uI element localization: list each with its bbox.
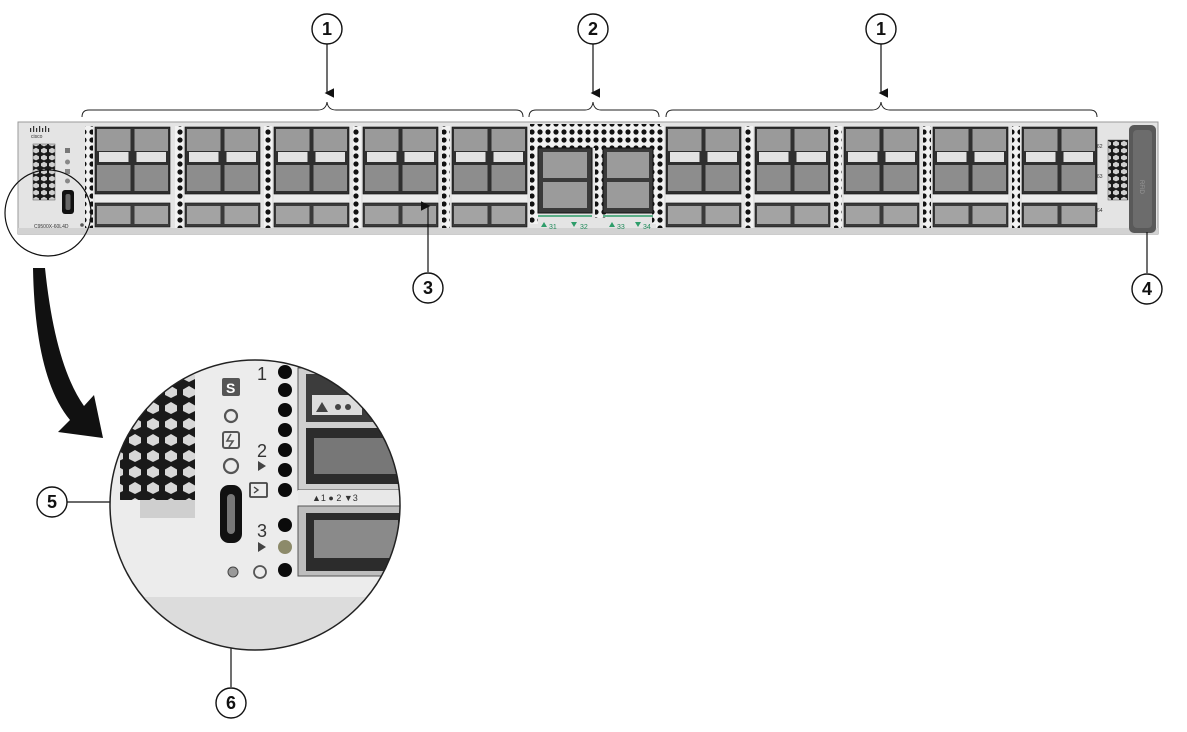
- callout-3: 3: [412, 272, 444, 304]
- status-led-icons: [65, 148, 70, 184]
- zoom-port-number-1: 1: [257, 364, 267, 384]
- qsfp-label-34: 34: [643, 224, 651, 231]
- sfp-port-group: [834, 126, 920, 228]
- power-led-icon: [222, 431, 240, 449]
- svg-text:2: 2: [588, 19, 598, 39]
- system-led-icon: [65, 148, 70, 153]
- right-vent-grille: [1107, 139, 1129, 201]
- zoom-port-number-2: 2: [257, 441, 267, 461]
- qsfp-section: 31 32 33 34: [530, 124, 660, 231]
- fan-led-icon: [65, 178, 70, 184]
- power-led-icon: [65, 169, 70, 174]
- system-led-icon: [222, 378, 240, 396]
- callout-braces: [81, 101, 1098, 118]
- sfp-port-group: [1012, 126, 1098, 228]
- qsfp-label-31: 31: [549, 224, 557, 231]
- zoomed-detail: S 1 2 3: [109, 359, 401, 651]
- svg-text:3: 3: [423, 278, 433, 298]
- brand-label: cisco: [31, 134, 43, 140]
- callout-1-left: 1: [311, 13, 343, 45]
- fan-led-icon: [222, 457, 240, 475]
- callout-5: 5: [36, 486, 68, 518]
- sfp-port-group: [353, 126, 439, 228]
- cisco-logo: cisco: [30, 126, 50, 140]
- magnifier-source-circle: [4, 169, 92, 257]
- reset-button-small: [80, 223, 84, 227]
- qsfp-label-32: 32: [580, 224, 588, 231]
- qsfp-label-33: 33: [617, 224, 625, 231]
- reset-button: [227, 566, 239, 578]
- left-vent-grille: [32, 143, 56, 201]
- reset-icon: [253, 565, 267, 579]
- switch-chassis: cisco C9500X-60L4D 31: [17, 121, 1159, 235]
- callout-1-right: 1: [865, 13, 897, 45]
- zoom-port-number-3: 3: [257, 521, 267, 541]
- sfp-port-group: [656, 126, 742, 228]
- svg-text:5: 5: [47, 492, 57, 512]
- callout-4: 4: [1131, 273, 1163, 305]
- model-label: C9500X-60L4D: [34, 224, 69, 230]
- beacon-led-icon: [223, 408, 239, 424]
- right-port-numbers: 62 63 64: [1097, 144, 1103, 214]
- svg-text:S: S: [226, 380, 235, 396]
- callout-2: 2: [577, 13, 609, 45]
- port-number-64: 64: [1097, 208, 1103, 214]
- sfp-port-group: [745, 126, 831, 228]
- sfp-port-group: [264, 126, 350, 228]
- console-icon: [249, 482, 268, 498]
- sfp-port-group: [923, 126, 1009, 228]
- rfid-label: RFID: [1138, 180, 1144, 195]
- svg-text:1: 1: [322, 19, 332, 39]
- sfp-port-group: [442, 126, 528, 228]
- port-number-63: 63: [1097, 174, 1103, 180]
- svg-text:4: 4: [1142, 279, 1152, 299]
- svg-text:1: 1: [876, 19, 886, 39]
- magnifier-curved-arrow: [33, 268, 103, 438]
- callout-numbers: 1 2 1 3 4 5 6: [36, 13, 1163, 719]
- svg-text:6: 6: [226, 693, 236, 713]
- sfp-port-group: [175, 126, 261, 228]
- zoom-port-strip: ▲1 ● 2 ▼3: [312, 493, 358, 503]
- callout-6: 6: [215, 687, 247, 719]
- sfp-port-group: [85, 126, 171, 228]
- sfp-port-groups: [85, 126, 1098, 228]
- port-number-62: 62: [1097, 144, 1103, 150]
- beacon-led-icon: [65, 159, 70, 165]
